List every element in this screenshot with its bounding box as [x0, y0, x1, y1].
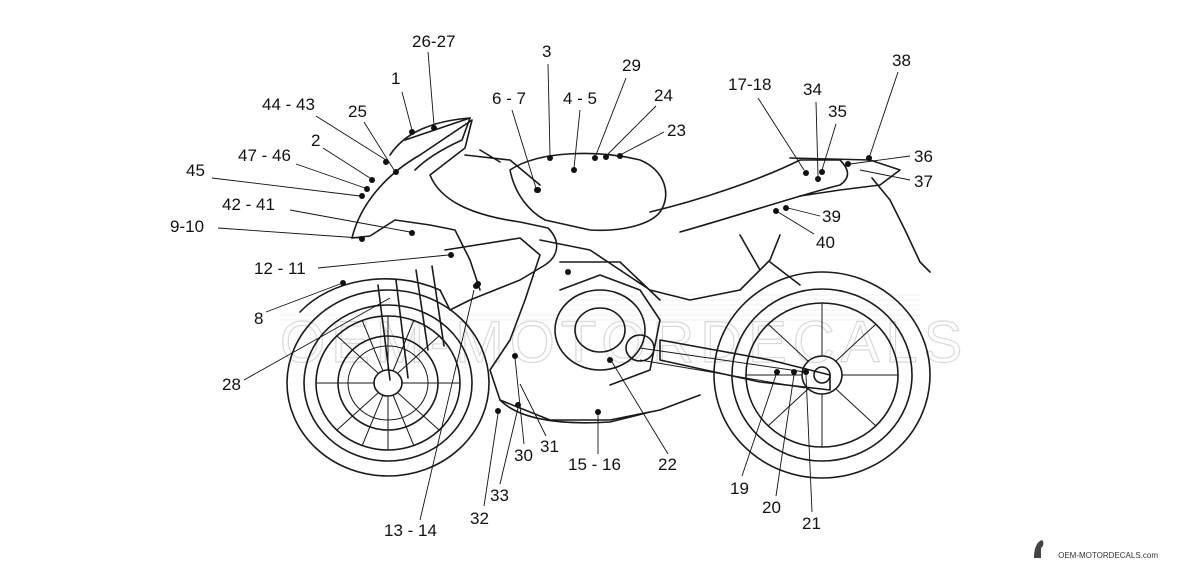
- callout-12-11: 12 - 11: [254, 252, 454, 278]
- svg-text:39: 39: [822, 207, 841, 226]
- front-fairing: [351, 119, 558, 311]
- callout-1: 1: [391, 69, 415, 135]
- svg-text:6 - 7: 6 - 7: [492, 89, 526, 108]
- svg-text:40: 40: [816, 233, 835, 252]
- svg-text:25: 25: [348, 102, 367, 121]
- svg-text:1: 1: [391, 69, 400, 88]
- svg-text:42 - 41: 42 - 41: [222, 195, 275, 214]
- svg-text:9-10: 9-10: [170, 217, 204, 236]
- callout-42-41: 42 - 41: [222, 195, 415, 236]
- svg-text:22: 22: [658, 455, 677, 474]
- svg-text:35: 35: [828, 102, 847, 121]
- callout-36: 36: [845, 147, 933, 167]
- callout-9-10: 9-10: [170, 217, 365, 242]
- callout-32: 32: [470, 408, 501, 528]
- callout-29: 29: [592, 56, 641, 161]
- svg-text:21: 21: [802, 514, 821, 533]
- svg-text:34: 34: [803, 80, 822, 99]
- callout-15-16: 15 - 16: [568, 409, 621, 474]
- callout-8: 8: [254, 280, 346, 328]
- rear-wheel: [713, 271, 931, 479]
- svg-text:23: 23: [667, 121, 686, 140]
- brake-disc: [347, 345, 429, 421]
- callout-40: 40: [773, 208, 835, 252]
- svg-text:3: 3: [542, 42, 551, 61]
- svg-text:24: 24: [654, 86, 673, 105]
- chain: [639, 347, 806, 389]
- callout-44-43: 44 - 43: [262, 95, 389, 165]
- callout-24: 24: [603, 86, 673, 160]
- svg-text:36: 36: [914, 147, 933, 166]
- fuel-tank: [509, 152, 667, 232]
- helmet-logo-icon: [1034, 540, 1044, 558]
- callouts: 1 2 3 4 - 5 6 - 7 8: [170, 32, 933, 540]
- belly-pan: [499, 399, 651, 424]
- callout-35: 35: [819, 102, 847, 175]
- svg-text:13 - 14: 13 - 14: [384, 521, 437, 540]
- svg-text:44 - 43: 44 - 43: [262, 95, 315, 114]
- seat: [649, 159, 849, 233]
- svg-text:38: 38: [892, 51, 911, 70]
- svg-text:20: 20: [762, 498, 781, 517]
- handlebar: [464, 149, 541, 186]
- engine: [554, 274, 661, 386]
- callout-19: 19: [730, 369, 780, 498]
- svg-text:15 - 16: 15 - 16: [568, 455, 621, 474]
- callout-45: 45: [186, 161, 365, 199]
- callout-4-5: 4 - 5: [563, 89, 597, 173]
- front-mudguard: [299, 278, 441, 313]
- callout-34: 34: [803, 80, 822, 182]
- callout-3: 3: [542, 42, 553, 161]
- callout-6-7: 6 - 7: [492, 89, 540, 193]
- svg-text:2: 2: [311, 131, 320, 150]
- svg-text:8: 8: [254, 309, 263, 328]
- svg-text:33: 33: [490, 486, 509, 505]
- svg-text:12 - 11: 12 - 11: [254, 259, 306, 278]
- rear-shock: [739, 234, 801, 286]
- front-wheel: [286, 289, 490, 477]
- callout-47-46: 47 - 46: [238, 146, 370, 192]
- callout-37: 37: [859, 169, 933, 191]
- svg-text:31: 31: [540, 437, 559, 456]
- license-plate-holder: [871, 177, 931, 273]
- motorcycle-line-art: [286, 117, 931, 479]
- windscreen: [389, 117, 471, 171]
- callout-17-18: 17-18: [728, 75, 809, 176]
- svg-text:45: 45: [186, 161, 205, 180]
- tail-section: [789, 157, 901, 197]
- svg-text:37: 37: [914, 172, 933, 191]
- swingarm: [659, 339, 831, 391]
- svg-text:19: 19: [730, 479, 749, 498]
- callout-13-14: 13 - 14: [384, 283, 479, 540]
- footer-url: OEM-MOTORDECALS.com: [1058, 551, 1158, 560]
- callout-25: 25: [348, 102, 399, 175]
- callout-31: 31: [519, 383, 559, 456]
- svg-text:28: 28: [222, 375, 241, 394]
- callout-22: 22: [607, 357, 677, 474]
- callout-33: 33: [490, 402, 521, 505]
- callout-28: 28: [222, 297, 391, 394]
- svg-text:4 - 5: 4 - 5: [563, 89, 597, 108]
- side-fairing: [444, 237, 701, 421]
- svg-text:32: 32: [470, 509, 489, 528]
- callout-39: 39: [783, 205, 841, 226]
- watermark-grid: [280, 294, 920, 321]
- svg-text:47 - 46: 47 - 46: [238, 146, 291, 165]
- callout-26-27: 26-27: [412, 32, 455, 131]
- svg-text:17-18: 17-18: [728, 75, 771, 94]
- callout-2: 2: [311, 131, 375, 183]
- svg-text:26-27: 26-27: [412, 32, 455, 51]
- front-forks: [377, 265, 445, 381]
- callout-21: 21: [802, 369, 821, 533]
- svg-text:29: 29: [622, 56, 641, 75]
- callout-20: 20: [762, 369, 797, 517]
- callout-30: 30: [512, 353, 533, 465]
- callout-38: 38: [866, 51, 911, 161]
- svg-text:30: 30: [514, 446, 533, 465]
- callout-23: 23: [617, 121, 686, 159]
- frame: [539, 234, 781, 301]
